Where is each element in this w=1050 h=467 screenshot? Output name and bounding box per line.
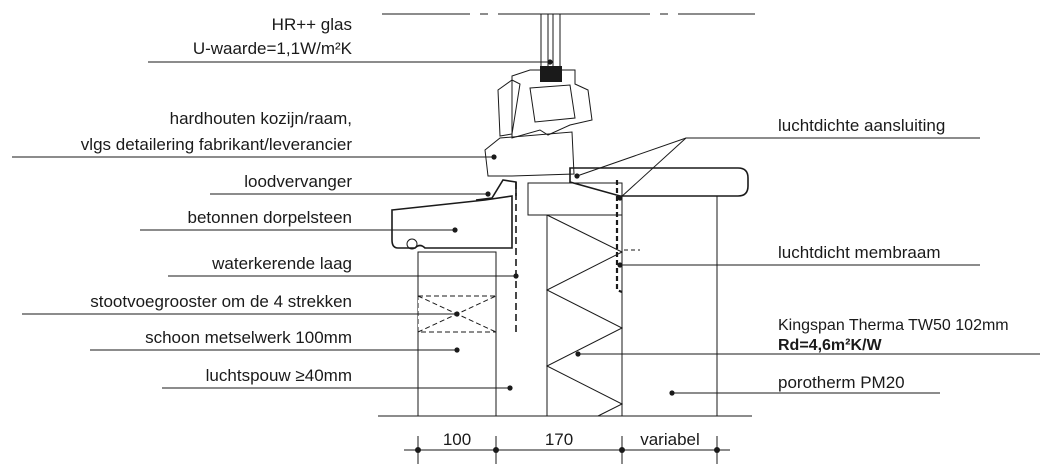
dimension-line	[404, 436, 730, 464]
dimension-variabel: variabel	[640, 430, 700, 449]
label-airtight-connection: luchtdichte aansluiting	[778, 116, 945, 135]
leader-lines	[12, 59, 1040, 396]
concrete-sill-stone	[391, 195, 513, 249]
glass-pane	[540, 13, 562, 82]
insulation-panel	[546, 214, 623, 417]
frame-support-block	[527, 182, 623, 216]
brickwork-wall	[417, 251, 497, 417]
window-frame	[484, 69, 593, 177]
label-glass-line1: HR++ glas	[272, 15, 352, 34]
label-insulation-line1: Kingspan Therma TW50 102mm	[778, 317, 1009, 334]
label-brickwork: schoon metselwerk 100mm	[145, 328, 352, 347]
label-lead-substitute: loodvervanger	[244, 172, 352, 191]
dimension-170: 170	[545, 430, 573, 449]
label-cavity: luchtspouw ≥40mm	[206, 366, 352, 385]
label-waterproof-layer: waterkerende laag	[211, 254, 352, 273]
label-glass-line2: U-waarde=1,1W/m²K	[193, 39, 353, 58]
label-airtight-membrane: luchtdicht membraam	[778, 243, 941, 262]
label-concrete-sill: betonnen dorpelsteen	[188, 208, 352, 227]
label-frame-line2: vlgs detailering fabrikant/leverancier	[81, 135, 353, 154]
interior-sill-board	[569, 167, 749, 197]
label-porotherm: porotherm PM20	[778, 373, 905, 392]
label-frame-line1: hardhouten kozijn/raam,	[170, 109, 352, 128]
porotherm-wall	[621, 195, 718, 417]
dimension-100: 100	[443, 430, 471, 449]
airtight-membrane	[615, 180, 623, 294]
label-insulation-line2: Rd=4,6m²K/W	[778, 337, 882, 354]
label-vent-grille: stootvoegrooster om de 4 strekken	[90, 292, 352, 311]
